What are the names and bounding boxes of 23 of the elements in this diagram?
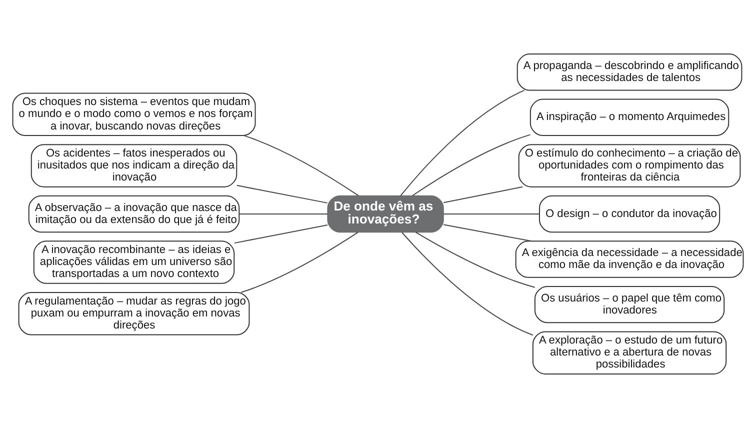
node-box: A regulamentação – mudar as regras do jogo puxam ou empurram a inovação em novas direções bbox=[18, 292, 250, 336]
node-box: O estímulo do conhecimento – a criação de oportunidades com o rompimento das fronteiras da ciência bbox=[518, 144, 741, 188]
connector bbox=[236, 184, 328, 204]
connector bbox=[444, 224, 532, 242]
connector bbox=[400, 90, 525, 196]
node-box: Os usuários – o papel que têm como inovadores bbox=[534, 286, 725, 324]
node-box: A observação – a inovação que nasce da imitação ou da extensão do que já é feito bbox=[28, 195, 240, 233]
node-box: A inovação recombinante – as ideias e aplicações válidas em um universo são transportadas a um novo contexto bbox=[33, 240, 235, 284]
node-box: Os acidentes – fatos inesperados ou inusitados que nos indicam a direção da inovação bbox=[30, 144, 238, 188]
connector bbox=[412, 134, 530, 196]
connector bbox=[244, 135, 359, 196]
connector bbox=[416, 232, 535, 288]
connector bbox=[234, 224, 328, 244]
connector bbox=[402, 232, 534, 336]
connector bbox=[240, 232, 358, 293]
node-box: O design – o condutor da inovação bbox=[538, 195, 720, 233]
node-box: A inspiração – o momento Arquimedes bbox=[530, 98, 730, 136]
node-box: A propaganda – descobrindo e amplificando as necessidades de talentos bbox=[516, 54, 742, 91]
node-box: A exigência da necessidade – a necessidade como mãe da invenção e da inovação bbox=[515, 240, 744, 278]
connector bbox=[444, 186, 523, 204]
node-box: A exploração – o estudo de um futuro alternativo e a abertura de novas possibilidades bbox=[532, 331, 727, 374]
node-box: De onde vêm as inovações? bbox=[327, 195, 444, 233]
node-box: Os choques no sistema – eventos que mudam o mundo e o modo como o vemos e nos forçam a inovar, buscando novas direções bbox=[12, 92, 256, 136]
